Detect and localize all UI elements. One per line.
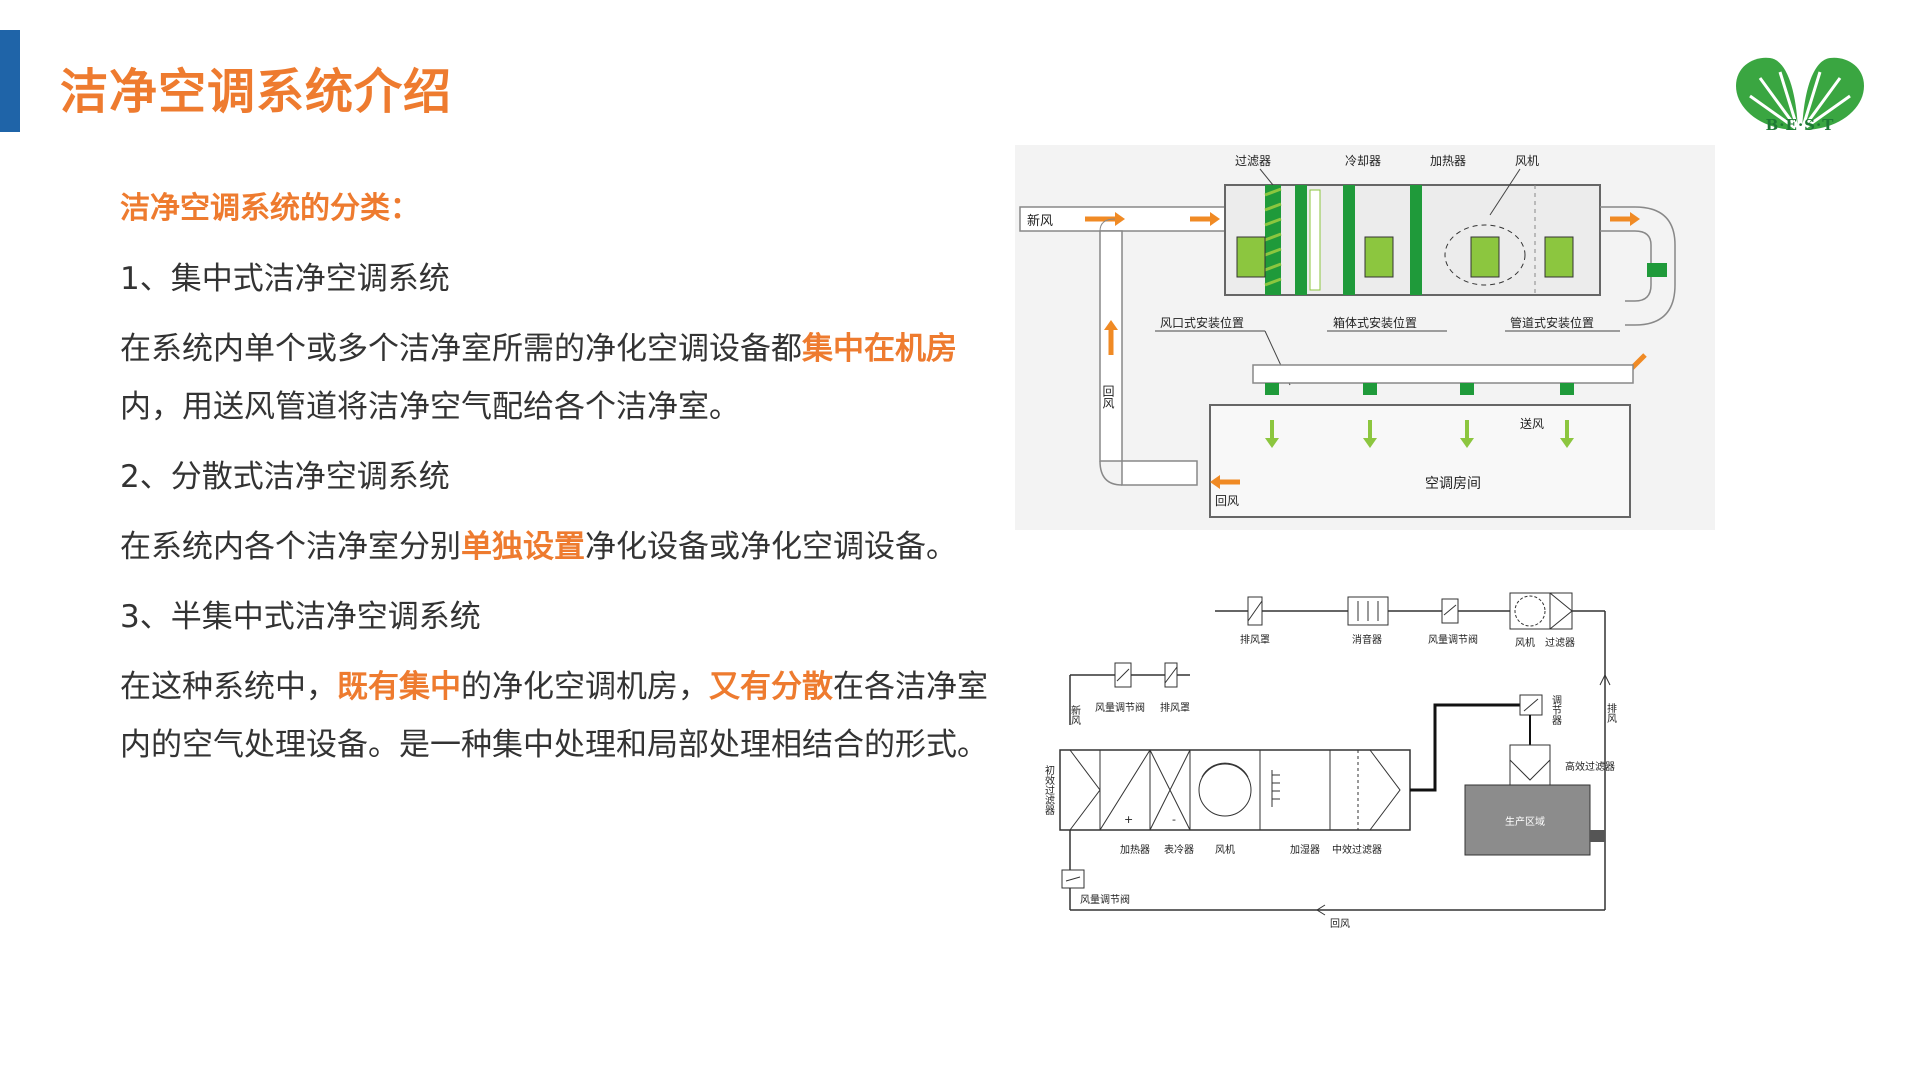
text-run: 净化设备或净化空调设备。 bbox=[585, 529, 957, 565]
label-hepa-filter: 高效过滤器 bbox=[1565, 760, 1615, 773]
label-heater: 加热器 bbox=[1120, 843, 1150, 856]
label-silencer: 消音器 bbox=[1352, 633, 1382, 646]
label-fresh-air: 新风 bbox=[1027, 213, 1053, 229]
label-vent-install: 风口式安装位置 bbox=[1160, 315, 1244, 330]
text-run: 在系统内各个洁净室分别 bbox=[120, 529, 461, 565]
label-return-air: 回风 bbox=[1330, 918, 1350, 930]
text-run: 的净化空调机房， bbox=[461, 669, 709, 705]
label-exhaust-hood-top: 排风罩 bbox=[1240, 633, 1270, 646]
text-run: 在系统内单个或多个洁净室所需的净化空调设备都 bbox=[120, 331, 802, 367]
section-heading: 洁净空调系统的分类： bbox=[120, 191, 420, 226]
label-return-air: 回风 bbox=[1215, 494, 1239, 508]
label-primary-filter: 初效过滤器 bbox=[1043, 764, 1055, 816]
label-exhaust-hood-mid: 排风罩 bbox=[1160, 701, 1190, 714]
centralized-system-diagram: 新风 回风 过滤器 冷却器 加热器 风机 风口式安装位置 箱体式安装位置 管道式… bbox=[1015, 145, 1715, 530]
label-fan: 风机 bbox=[1215, 843, 1235, 856]
label-duct-install: 管道式安装位置 bbox=[1510, 315, 1594, 330]
text-run: 内，用送风管道将洁净空气配给各个洁净室。 bbox=[120, 389, 740, 425]
semi-centralized-system-diagram: 排风罩 消音器 风量调节阀 风机 过滤器 排风 新风 风量调节阀 排风罩 初效过… bbox=[1043, 592, 1617, 930]
item-1-description: 在系统内单个或多个洁净室所需的净化空调设备都集中在机房内，用送风管道将洁净空气配… bbox=[120, 320, 1000, 436]
label-filter: 过滤器 bbox=[1235, 154, 1271, 168]
highlight-text: 单独设置 bbox=[461, 529, 585, 565]
label-fresh-air: 新风 bbox=[1069, 704, 1081, 726]
label-fan-top: 风机 bbox=[1515, 636, 1535, 649]
highlight-text: 又有分散 bbox=[709, 669, 833, 705]
label-medium-filter: 中效过滤器 bbox=[1332, 843, 1382, 856]
label-damper-top: 风量调节阀 bbox=[1428, 633, 1478, 646]
label-exhaust: 排风 bbox=[1605, 702, 1617, 724]
label-production-area: 生产区域 bbox=[1505, 815, 1545, 828]
label-return-air-vertical: 回风 bbox=[1101, 385, 1115, 410]
item-3-title: 3、半集中式洁净空调系统 bbox=[120, 599, 481, 635]
item-3-description: 在这种系统中，既有集中的净化空调机房，又有分散在各洁净室内的空气处理设备。是一种… bbox=[120, 658, 1000, 774]
label-filter-top: 过滤器 bbox=[1545, 636, 1575, 649]
page-title: 洁净空调系统介绍 bbox=[60, 64, 453, 120]
highlight-text: 既有集中 bbox=[337, 669, 461, 705]
label-plus: + bbox=[1124, 813, 1133, 826]
label-fan: 风机 bbox=[1515, 154, 1539, 168]
title-accent-bar bbox=[0, 30, 20, 132]
label-room: 空调房间 bbox=[1425, 476, 1481, 492]
label-damper-bottom: 风量调节阀 bbox=[1080, 893, 1130, 906]
label-cooler: 冷却器 bbox=[1345, 154, 1381, 168]
item-2-title: 2、分散式洁净空调系统 bbox=[120, 459, 450, 495]
item-2-description: 在系统内各个洁净室分别单独设置净化设备或净化空调设备。 bbox=[120, 518, 1000, 576]
label-regulator: 调节器 bbox=[1550, 695, 1562, 726]
best-logo-icon bbox=[1736, 57, 1864, 132]
classification-text: 洁净空调系统的分类： 1、集中式洁净空调系统 在系统内单个或多个洁净室所需的净化… bbox=[120, 180, 1000, 786]
item-1-title: 1、集中式洁净空调系统 bbox=[120, 261, 450, 297]
label-supply-air: 送风 bbox=[1520, 416, 1544, 431]
text-run: 在各洁净室内的空气处理设备。是一种集中处理和局部处理相结合的形式。 bbox=[120, 669, 988, 763]
logo-text: B·E·S·T bbox=[1765, 116, 1835, 134]
label-damper-mid: 风量调节阀 bbox=[1095, 701, 1145, 714]
text-run: 在这种系统中， bbox=[120, 669, 337, 705]
label-minus: - bbox=[1172, 813, 1176, 826]
label-box-install: 箱体式安装位置 bbox=[1333, 315, 1417, 330]
highlight-text: 集中在机房 bbox=[802, 331, 957, 367]
label-surface-cooler: 表冷器 bbox=[1164, 843, 1194, 856]
label-humidifier: 加湿器 bbox=[1290, 844, 1320, 856]
label-heater: 加热器 bbox=[1430, 154, 1466, 168]
